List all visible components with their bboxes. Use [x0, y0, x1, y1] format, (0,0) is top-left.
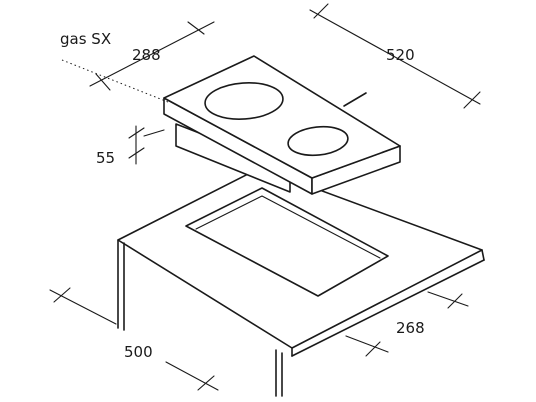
dim-500-extension-right	[165, 361, 219, 391]
countertop-cutout	[185, 187, 389, 297]
dim-288-tick-top	[187, 21, 205, 35]
dim-288-extension	[89, 21, 215, 87]
dim-500-tick-right	[197, 375, 215, 391]
dim-268-extension-top	[427, 291, 469, 307]
dim-520-extension	[309, 9, 481, 105]
dim-500-tick-left	[53, 287, 71, 303]
dim-55-tick-bottom	[128, 147, 145, 159]
hob-glass-top	[163, 55, 401, 179]
dim-268-tick-top	[447, 293, 463, 309]
dim-label-55: 55	[96, 149, 115, 167]
countertop-side-edge	[291, 259, 485, 357]
dim-label-500: 500	[124, 343, 153, 361]
dim-268-extension-bottom	[345, 335, 389, 353]
dim-520-tick-bottom	[463, 91, 481, 109]
cutout-inner-wall	[195, 195, 381, 259]
cutout-opening	[185, 187, 389, 297]
countertop-corner-edge	[481, 249, 485, 261]
dim-label-288: 288	[132, 46, 161, 64]
dim-520-tick-top	[313, 3, 329, 19]
dim-500-extension-left	[49, 289, 117, 325]
hob-back-connector	[343, 92, 367, 107]
hob-unit	[163, 55, 401, 195]
dim-label-520: 520	[386, 46, 415, 64]
dim-268-tick-bottom	[365, 341, 381, 357]
dim-label-268: 268	[396, 319, 425, 337]
dim-55-leader	[143, 129, 165, 137]
dim-288-tick-bottom	[95, 73, 111, 91]
burner-large	[204, 82, 284, 120]
dim-55-tick-top	[128, 127, 145, 139]
dimension-lines	[49, 3, 481, 391]
model-leader-line	[61, 59, 169, 103]
burner-small	[287, 125, 349, 157]
dimension-labels: gas SX 288 520 55 500 268	[60, 30, 425, 361]
model-label: gas SX	[60, 30, 111, 48]
